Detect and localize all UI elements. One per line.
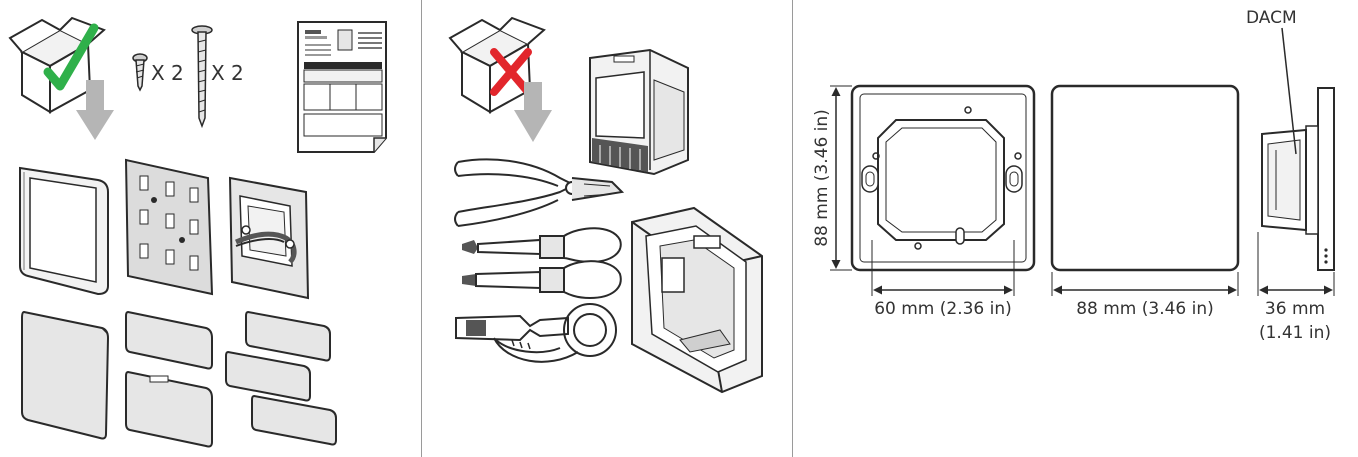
document-icon [297,21,387,153]
cover-plate-half-bottom [125,370,213,448]
outer-width-dimension [1051,272,1239,296]
long-screw-icon [191,25,213,129]
down-arrow-icon [76,80,114,140]
panel-divider-left [421,0,422,457]
front-view-with-frame [850,84,1036,272]
cover-plate-large [21,310,110,440]
cover-plate-half-top [125,310,213,370]
inner-width-label: 60 mm (2.36 in) [874,299,1012,319]
dacm-module-part [589,48,689,176]
cover-plate-strip-2 [225,350,311,402]
side-view-dacm [1261,27,1335,271]
frame-part [19,166,109,296]
screw-long-quantity: X 2 [211,61,244,85]
wall-box-part [631,206,763,394]
flat-screwdriver-icon [462,260,622,300]
panel-dimensions: DACM 88 mm (3.46 in) 60 mm (2.36 in) 88 … [812,8,1335,343]
wire-stripper-icon [455,303,617,363]
cover-plate-strip-1 [245,310,331,362]
height-dimension [830,85,852,271]
depth-dimension [1257,232,1335,296]
pliers-icon [454,158,625,227]
back-plate-with-wires [228,176,310,300]
panel-included: X 2 X 2 [8,16,387,448]
cover-plate-strip-3 [251,394,337,446]
mounting-plate-part [124,158,214,296]
box-with-check-icon [8,16,106,114]
box-with-cross-icon [448,16,546,114]
phillips-screwdriver-icon [462,227,622,264]
front-view-cover [1050,84,1240,272]
down-arrow-icon [514,82,552,142]
outer-width-label: 88 mm (3.46 in) [1076,299,1214,319]
panel-divider-right [792,0,793,457]
screw-small-quantity: X 2 [151,61,184,85]
screw-icon [132,53,148,92]
height-label: 88 mm (3.46 in) [812,109,832,247]
panel-not-included [448,16,763,394]
dacm-label: DACM [1246,8,1297,28]
depth-label-line2: (1.41 in) [1259,323,1331,343]
inner-width-dimension [871,240,1015,296]
depth-label-line1: 36 mm [1265,299,1325,319]
